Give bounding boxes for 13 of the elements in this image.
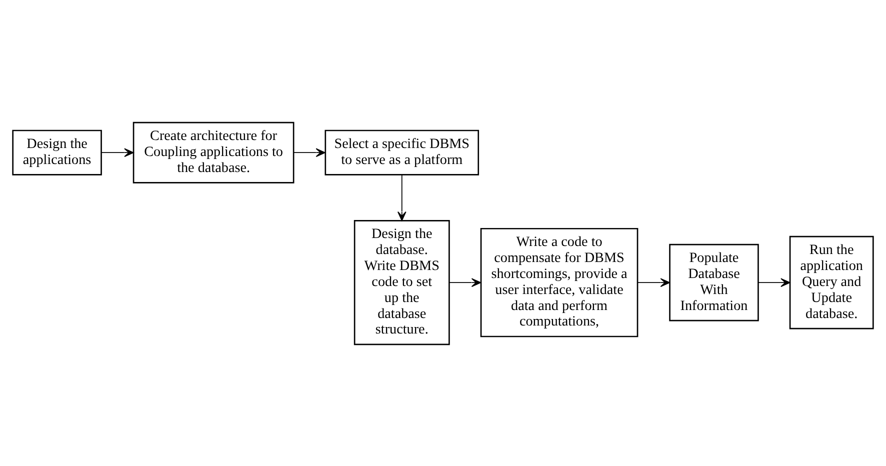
- node-box: Design the database. Write DBMS code to set up the database structure.: [354, 220, 450, 345]
- arrow: [293, 148, 326, 157]
- arrow: [758, 278, 790, 286]
- node-box: Populate Database With Information: [669, 243, 759, 321]
- arrow: [637, 278, 670, 286]
- node-box: Select a specific DBMS to serve as a platform: [324, 129, 480, 175]
- arrow: [448, 278, 482, 286]
- arrow: [100, 148, 134, 157]
- node-box: Run the application Query and Update database.: [789, 235, 874, 329]
- node-box: Create architecture for Coupling applications to the database.: [132, 121, 294, 183]
- node-box: Write a code to compensate for DBMS shortcomings, provide a user interface, validate data and perform computations,: [480, 227, 638, 337]
- node-box: Design the applications: [12, 129, 102, 175]
- arrow: [397, 174, 406, 221]
